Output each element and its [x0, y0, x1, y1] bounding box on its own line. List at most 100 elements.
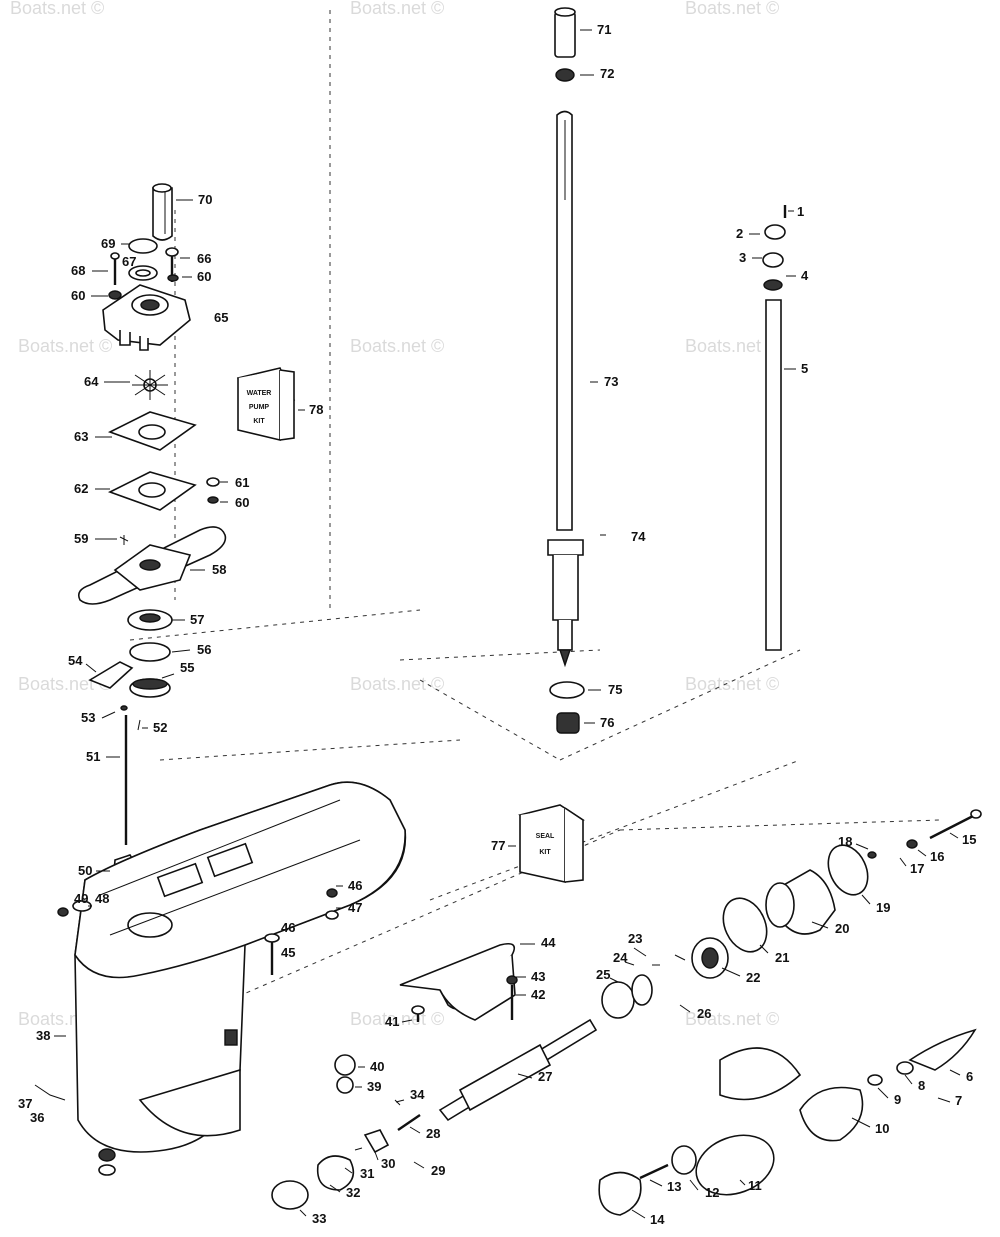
part-number-49: 49: [74, 891, 88, 906]
part-number-78: 78: [309, 402, 323, 417]
part-number-13: 13: [667, 1179, 681, 1194]
part-number-22: 22: [746, 970, 760, 985]
watermark-text: Boats.net ©: [18, 674, 112, 694]
part-number-23: 23: [628, 931, 642, 946]
part-number-60: 60: [197, 269, 211, 284]
part-59-pin: [119, 535, 129, 545]
part-64-impeller: [132, 370, 168, 400]
part-number-16: 16: [930, 849, 944, 864]
part-number-15: 15: [962, 832, 976, 847]
part-54-gasket: [88, 661, 134, 689]
leader-line: [759, 944, 769, 954]
part-number-54: 54: [68, 653, 83, 668]
part-number-20: 20: [835, 921, 849, 936]
part-number-48: 48: [95, 891, 109, 906]
part-61-screw: [206, 477, 220, 504]
part-number-60: 60: [71, 288, 85, 303]
part-number-4: 4: [801, 268, 809, 283]
leader-line: [721, 967, 741, 977]
seal-kit-text-2: KIT: [539, 849, 551, 856]
housing-screws: [34, 888, 339, 1101]
part-number-labels: 1234567891011121314151617181920212223242…: [18, 22, 976, 1227]
part-number-29: 29: [431, 1163, 445, 1178]
part-44-trim-tab: [399, 942, 518, 1022]
water-pump-kit-text-1: WATER: [247, 390, 272, 397]
watermark-text: Boats.net ©: [350, 0, 444, 18]
water-pump-kit-text-3: KIT: [253, 418, 265, 425]
leader-line: [609, 977, 619, 983]
water-pump-assembly: [77, 183, 227, 879]
part-55-cover: [129, 678, 171, 698]
part-number-59: 59: [74, 531, 88, 546]
part-number-46: 46: [348, 878, 362, 893]
leader-line: [949, 832, 959, 839]
part-number-41: 41: [385, 1014, 399, 1029]
watermark-text: Boats.net ©: [350, 674, 444, 694]
part-number-60: 60: [235, 495, 249, 510]
leader-line: [899, 857, 907, 867]
part-number-7: 7: [955, 1093, 962, 1108]
part-number-66: 66: [197, 251, 211, 266]
part-number-6: 6: [966, 1069, 973, 1084]
part-number-70: 70: [198, 192, 212, 207]
part-number-43: 43: [531, 969, 545, 984]
leader-line: [739, 1179, 746, 1186]
part-56-o-ring: [129, 642, 171, 662]
part-38-gear-housing: [74, 781, 407, 1176]
part-73-driveshaft: [547, 7, 585, 734]
leader-line: [904, 1074, 913, 1085]
seal-kit-box: SEAL KIT: [518, 804, 585, 883]
part-number-72: 72: [600, 66, 614, 81]
part-number-40: 40: [370, 1059, 384, 1074]
part-number-25: 25: [596, 967, 610, 982]
water-pump-kit-box: WATER PUMP KIT: [236, 367, 296, 442]
part-58-base-plate: [77, 526, 227, 605]
part-number-36: 36: [30, 1110, 44, 1125]
leader-line: [877, 1087, 889, 1099]
part-number-56: 56: [197, 642, 211, 657]
forward-gear-cluster: [601, 897, 768, 1019]
leader-line: [409, 1126, 421, 1134]
part-number-44: 44: [541, 935, 556, 950]
part-number-53: 53: [81, 710, 95, 725]
leader-line: [851, 1117, 871, 1128]
part-number-31: 31: [360, 1166, 374, 1181]
part-number-64: 64: [84, 374, 99, 389]
leader-line: [917, 849, 927, 857]
part-number-52: 52: [153, 720, 167, 735]
part-number-24: 24: [613, 950, 628, 965]
leader-line: [344, 1167, 353, 1174]
part-number-28: 28: [426, 1126, 440, 1141]
leader-line: [395, 1099, 405, 1103]
leader-line: [161, 673, 175, 679]
part-number-19: 19: [876, 900, 890, 915]
water-pump-kit-text-2: PUMP: [249, 404, 270, 411]
leader-line: [811, 921, 829, 929]
part-number-62: 62: [74, 481, 88, 496]
part-5-shift-rod: [762, 205, 787, 651]
watermark-text: Boats.net ©: [685, 0, 779, 18]
part-number-34: 34: [410, 1087, 425, 1102]
part-number-67: 67: [122, 254, 136, 269]
leader-line: [329, 1184, 341, 1193]
leader-line: [101, 711, 116, 719]
leader-line: [299, 1209, 307, 1217]
part-number-32: 32: [346, 1185, 360, 1200]
part-number-2: 2: [736, 226, 743, 241]
leader-line: [861, 894, 871, 905]
part-number-65: 65: [214, 310, 228, 325]
watermark-text: Boats.net ©: [685, 1009, 779, 1029]
part-number-76: 76: [600, 715, 614, 730]
part-57-seal: [127, 609, 173, 631]
part-number-71: 71: [597, 22, 611, 37]
leader-line: [171, 649, 191, 653]
propeller-assembly: [598, 1028, 977, 1216]
leader-line: [937, 1097, 951, 1103]
leader-line: [631, 1209, 646, 1219]
part-68-screw: [110, 252, 120, 285]
part-number-73: 73: [604, 374, 618, 389]
leader-line: [517, 1073, 533, 1079]
part-number-50: 50: [78, 863, 92, 878]
